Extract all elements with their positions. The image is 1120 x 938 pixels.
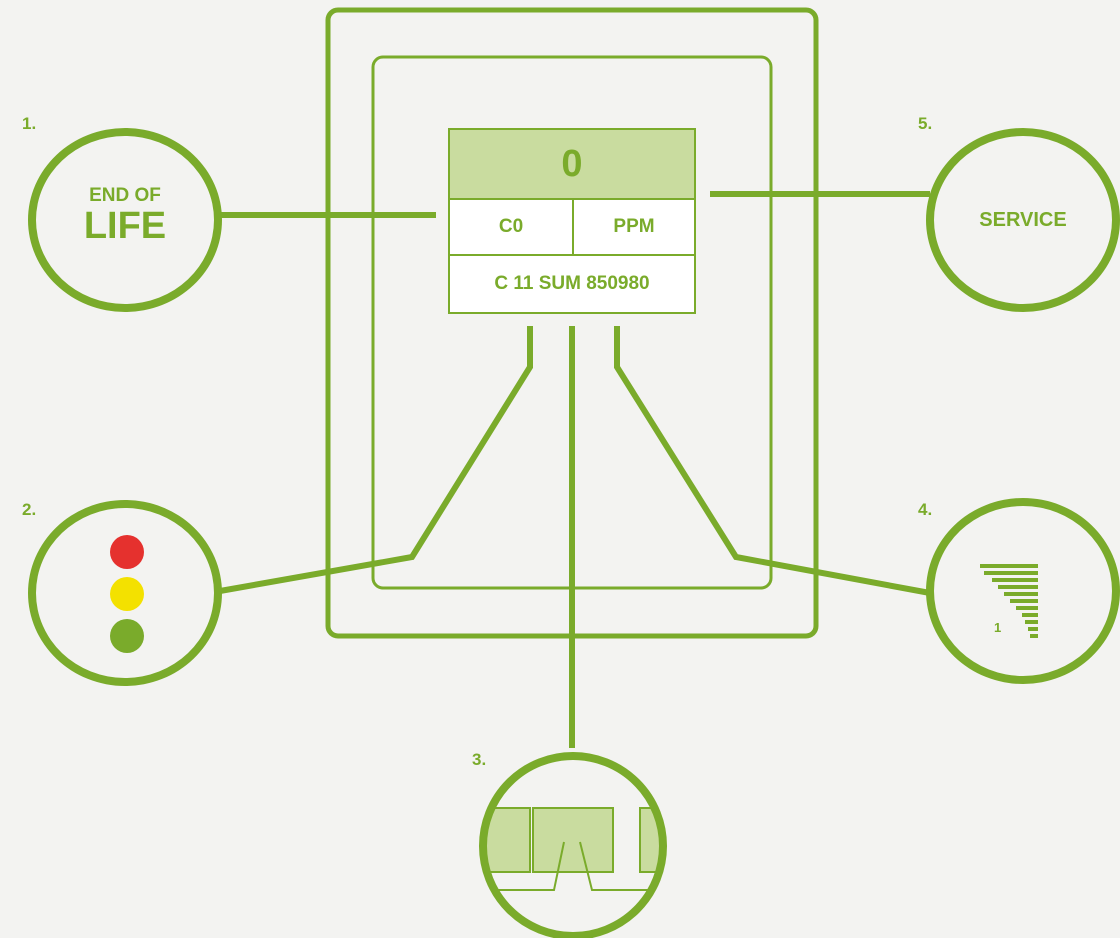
signal-bars-circle: [926, 498, 1120, 684]
end-of-life-circle: [28, 128, 222, 312]
service-text: SERVICE: [979, 209, 1067, 231]
end-of-life-line1: END OF: [89, 185, 161, 206]
green-light-icon: [110, 619, 144, 653]
label-number-3: 3.: [472, 750, 487, 769]
service-circle: [926, 128, 1120, 312]
display-closeup-icon: [479, 752, 667, 938]
yellow-light-icon: [110, 577, 144, 611]
signal-level-label: 1: [994, 620, 1002, 635]
device-display: 0 C0 PPM C 11 SUM 850980: [448, 128, 696, 314]
label-number-5: 5.: [918, 114, 933, 133]
red-light-icon: [110, 535, 144, 569]
display-summary: C 11 SUM 850980: [494, 273, 650, 294]
display-gas: C0: [450, 200, 574, 256]
end-of-life-line2: LIFE: [83, 205, 167, 247]
connector-signal-bars: [614, 326, 931, 596]
label-number-4: 4.: [918, 500, 933, 519]
label-number-1: 1.: [22, 114, 37, 133]
connector-traffic-lights: [219, 326, 533, 594]
signal-bars-icon: [980, 564, 1038, 638]
display-reading: 0: [450, 130, 694, 200]
display-unit: PPM: [574, 200, 694, 256]
label-number-2: 2.: [22, 500, 37, 519]
end-of-life-text: END OF LIFE: [32, 132, 218, 245]
